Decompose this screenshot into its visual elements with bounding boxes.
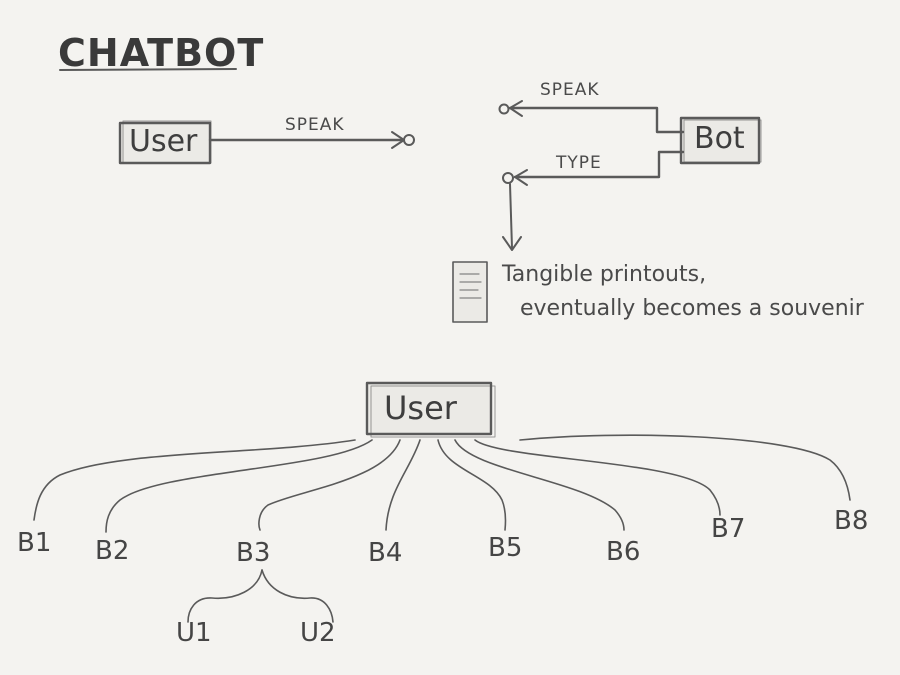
tree-root-box (365, 381, 493, 436)
branch-b8 (519, 434, 851, 501)
printout-note-line1: Tangible printouts, (502, 262, 707, 287)
branch-u1 (187, 569, 263, 623)
bot-speak-label: SPEAK (540, 80, 600, 100)
tree-node-b7: B7 (711, 514, 746, 544)
document-icon (452, 261, 488, 323)
page-title: CHATBOT (58, 31, 265, 75)
branch-b2 (105, 439, 373, 533)
tree-node-b8: B8 (834, 506, 869, 536)
bot-type-label: TYPE (556, 153, 602, 173)
user-speak-label: SPEAK (285, 115, 345, 135)
tree-node-u2: U2 (300, 618, 336, 648)
branch-b1 (33, 439, 356, 521)
bot-type-arrow (513, 150, 685, 179)
branch-b4 (385, 439, 421, 531)
tree-node-b2: B2 (95, 536, 130, 566)
printout-note-line2: eventually becomes a souvenir (520, 296, 864, 321)
branch-b3 (258, 439, 401, 531)
user-box-label: User (129, 124, 198, 159)
tree-node-b4: B4 (368, 538, 403, 568)
tree-node-b1: B1 (17, 528, 52, 558)
bot-box (679, 116, 761, 165)
bot-box-label: Bot (694, 121, 745, 156)
bot-type-endpoint (502, 172, 514, 184)
tree-root-label: User (384, 389, 457, 427)
title-underline (59, 68, 237, 71)
branch-b7 (474, 439, 721, 516)
bot-speak-endpoint (498, 103, 510, 115)
branch-b6 (454, 439, 625, 531)
tree-node-u1: U1 (176, 618, 212, 648)
bot-speak-arrow (508, 106, 685, 134)
tree-node-b5: B5 (488, 533, 523, 563)
branch-u2 (261, 569, 334, 623)
user-speak-endpoint (403, 134, 415, 146)
printout-arrow (509, 183, 513, 249)
branch-b5 (437, 439, 507, 531)
tree-node-b3: B3 (236, 538, 271, 568)
tree-node-b6: B6 (606, 537, 641, 567)
